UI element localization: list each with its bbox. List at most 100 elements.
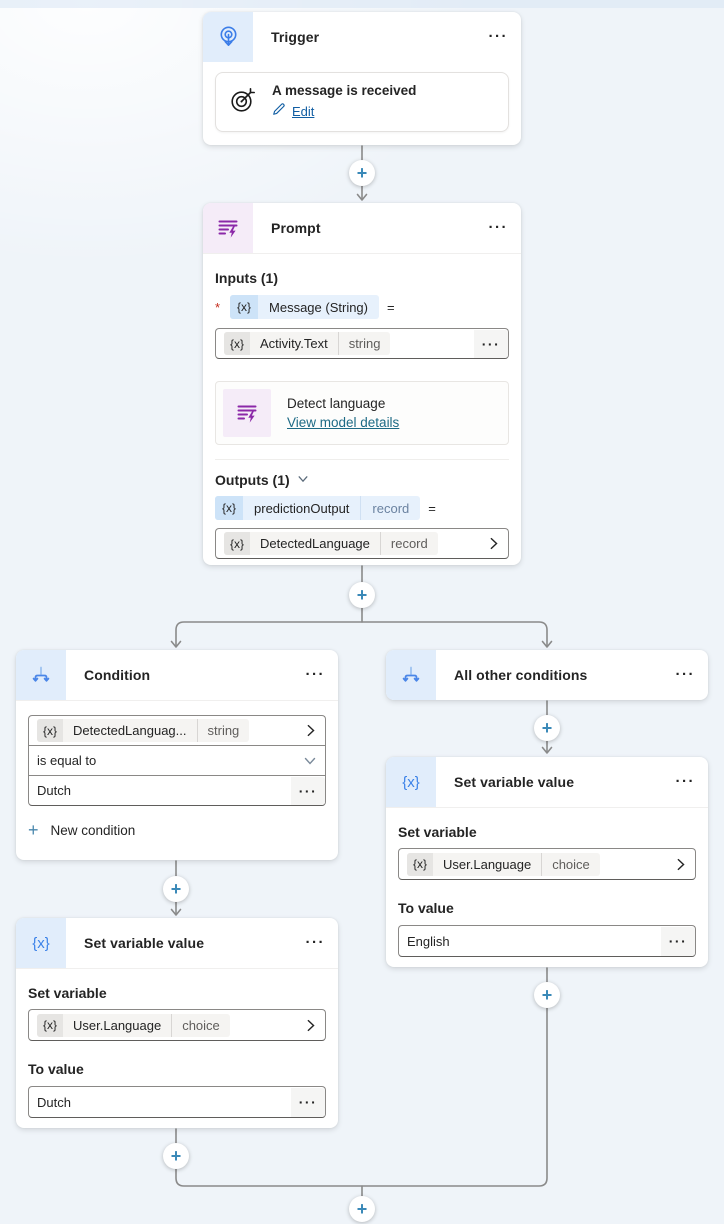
all-other-conditions-node[interactable]: All other conditions ··· — [386, 650, 708, 700]
user-language-token[interactable]: {x} User.Language choice — [37, 1013, 230, 1037]
token-name: DetectedLanguag... — [73, 723, 187, 738]
trigger-node-header[interactable]: Trigger ··· — [203, 12, 521, 62]
chevron-right-icon[interactable] — [304, 724, 317, 737]
edit-link-label[interactable]: Edit — [292, 104, 315, 119]
to-value-field[interactable]: English ··· — [398, 925, 696, 957]
variable-icon: {x} — [230, 295, 259, 319]
chevron-down-icon[interactable] — [303, 754, 317, 768]
add-node-button[interactable]: + — [349, 582, 375, 608]
field-menu-button[interactable]: ··· — [661, 926, 695, 956]
add-node-button[interactable]: + — [349, 160, 375, 186]
output-value-field[interactable]: {x} DetectedLanguage record — [215, 528, 509, 559]
token-type: string — [196, 719, 250, 742]
prediction-output-token[interactable]: {x} predictionOutput record — [215, 496, 421, 520]
plus-icon: + — [28, 820, 39, 840]
token-type: record — [360, 496, 420, 520]
node-title: Prompt — [271, 220, 321, 236]
token-type: string — [337, 332, 391, 355]
output-token-row: {x} predictionOutput record = — [215, 496, 509, 520]
condition-operator-dropdown[interactable]: is equal to — [28, 745, 326, 776]
more-menu-icon[interactable]: ··· — [305, 666, 325, 683]
set-variable-header[interactable]: {x} Set variable value ··· — [16, 918, 338, 969]
more-menu-icon[interactable]: ··· — [305, 934, 325, 951]
variable-icon: {x} — [224, 532, 251, 555]
set-variable-label: Set variable — [28, 985, 107, 1001]
condition-operand-field[interactable]: {x} DetectedLanguag... string — [28, 715, 326, 746]
message-token-row: * {x} Message (String) = — [215, 295, 509, 319]
section-divider — [215, 459, 509, 460]
field-menu-button[interactable]: ··· — [291, 776, 325, 805]
node-title: Condition — [84, 667, 151, 683]
trigger-node[interactable]: Trigger ··· A message is received — [203, 12, 521, 145]
prompt-icon — [203, 203, 253, 253]
detected-language-token[interactable]: {x} DetectedLanguage record — [224, 532, 438, 555]
set-variable-node-left[interactable]: {x} Set variable value ··· Set variable … — [16, 918, 338, 1128]
variable-icon: {x} — [16, 918, 66, 968]
prompt-node[interactable]: Prompt ··· Inputs (1) * {x} Message (Str… — [203, 203, 521, 565]
outputs-section-label[interactable]: Outputs (1) — [215, 472, 509, 488]
to-value-text: English — [407, 933, 450, 949]
required-marker: * — [215, 299, 221, 315]
variable-icon: {x} — [224, 332, 251, 355]
target-icon — [228, 85, 258, 120]
more-menu-icon[interactable]: ··· — [488, 28, 508, 45]
variable-glyph: {x} — [32, 934, 50, 952]
more-menu-icon[interactable]: ··· — [488, 219, 508, 236]
variable-icon: {x} — [37, 719, 64, 742]
add-node-button[interactable]: + — [534, 715, 560, 741]
token-name: predictionOutput — [254, 500, 350, 516]
variable-picker-field[interactable]: {x} User.Language choice — [398, 848, 696, 880]
to-value-field[interactable]: Dutch ··· — [28, 1086, 326, 1118]
message-value-field[interactable]: {x} Activity.Text string ··· — [215, 328, 509, 359]
activity-text-token[interactable]: {x} Activity.Text string — [224, 332, 391, 355]
add-node-button[interactable]: + — [349, 1196, 375, 1222]
to-value-text: Dutch — [37, 1094, 71, 1110]
trigger-icon — [203, 12, 253, 62]
outputs-label-text: Outputs (1) — [215, 472, 290, 488]
chevron-right-icon[interactable] — [487, 537, 500, 550]
condition-value-text: Dutch — [37, 783, 71, 798]
to-value-label: To value — [398, 900, 454, 916]
field-menu-button[interactable]: ··· — [474, 329, 508, 358]
token-name: Message (String) — [269, 299, 368, 315]
new-condition-label: New condition — [50, 822, 136, 838]
condition-node[interactable]: Condition ··· {x} DetectedLanguag... str… — [16, 650, 338, 860]
condition-node-header[interactable]: Condition ··· — [16, 650, 338, 701]
node-title: All other conditions — [454, 667, 588, 683]
chevron-right-icon[interactable] — [304, 1019, 317, 1032]
view-model-details-link[interactable]: View model details — [287, 415, 400, 430]
condition-branch-icon — [16, 650, 66, 700]
edit-link[interactable]: Edit — [272, 102, 416, 121]
prompt-node-header[interactable]: Prompt ··· — [203, 203, 521, 254]
operator-value: is equal to — [37, 753, 97, 768]
chevron-down-icon[interactable] — [297, 472, 309, 488]
node-title: Set variable value — [454, 774, 575, 790]
variable-icon: {x} — [37, 1013, 64, 1037]
condition-value-field[interactable]: Dutch ··· — [28, 775, 326, 806]
more-menu-icon[interactable]: ··· — [675, 773, 695, 790]
token-type: choice — [171, 1013, 230, 1037]
node-title: Trigger — [271, 29, 320, 45]
set-variable-header[interactable]: {x} Set variable value ··· — [386, 757, 708, 808]
add-node-button[interactable]: + — [163, 876, 189, 902]
chevron-right-icon[interactable] — [674, 858, 687, 871]
new-condition-button[interactable]: + New condition — [28, 820, 326, 840]
node-title: Set variable value — [84, 935, 205, 951]
token-type: record — [379, 532, 438, 555]
set-variable-node-right[interactable]: {x} Set variable value ··· Set variable … — [386, 757, 708, 967]
variable-icon: {x} — [215, 496, 244, 520]
message-token[interactable]: {x} Message (String) — [230, 295, 379, 319]
model-name: Detect language — [287, 396, 386, 411]
trigger-summary-card[interactable]: A message is received Edit — [215, 72, 509, 132]
condition-branch-icon — [386, 650, 436, 700]
add-node-button[interactable]: + — [534, 982, 560, 1008]
user-language-token[interactable]: {x} User.Language choice — [407, 852, 600, 876]
detected-language-token[interactable]: {x} DetectedLanguag... string — [37, 719, 250, 742]
more-menu-icon[interactable]: ··· — [675, 666, 695, 683]
to-value-label: To value — [28, 1061, 84, 1077]
add-node-button[interactable]: + — [163, 1143, 189, 1169]
field-menu-button[interactable]: ··· — [291, 1087, 325, 1117]
other-conditions-header[interactable]: All other conditions ··· — [386, 650, 708, 700]
variable-picker-field[interactable]: {x} User.Language choice — [28, 1009, 326, 1041]
